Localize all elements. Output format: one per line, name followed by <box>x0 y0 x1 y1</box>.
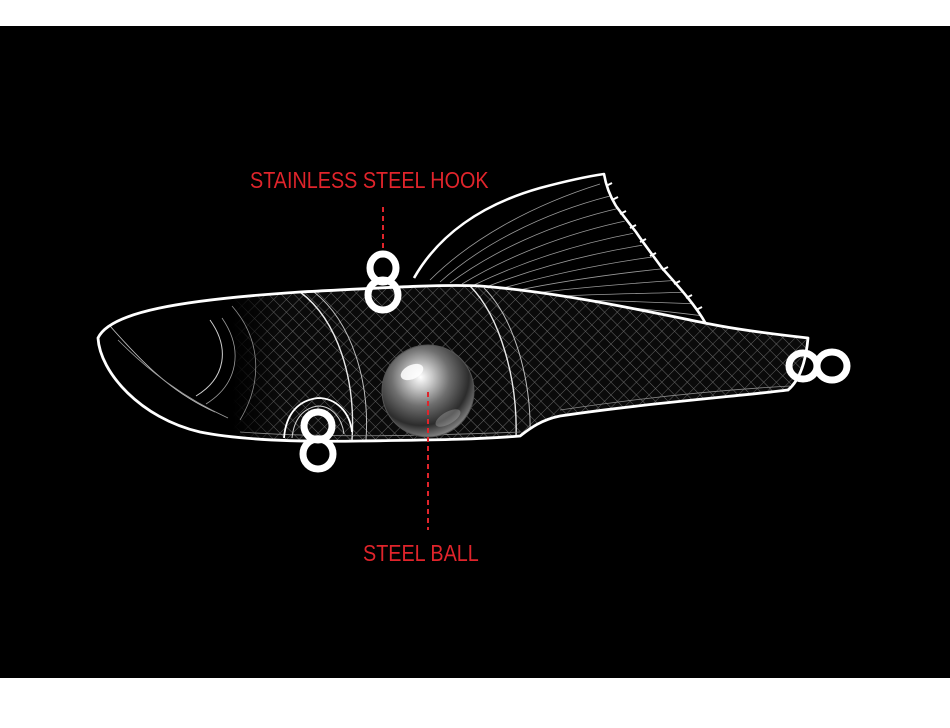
ball-label: STEEL BALL <box>363 540 479 566</box>
hook-eye-tail-icon <box>785 348 851 384</box>
hook-eye-top-icon <box>364 250 402 314</box>
lure-diagram: STAINLESS STEEL HOOK STEEL BALL <box>0 26 950 678</box>
steel-ball-icon <box>381 344 475 438</box>
hook-label: STAINLESS STEEL HOOK <box>250 167 489 193</box>
hook-eye-belly-icon <box>299 408 337 473</box>
lure-illustration <box>96 172 851 530</box>
